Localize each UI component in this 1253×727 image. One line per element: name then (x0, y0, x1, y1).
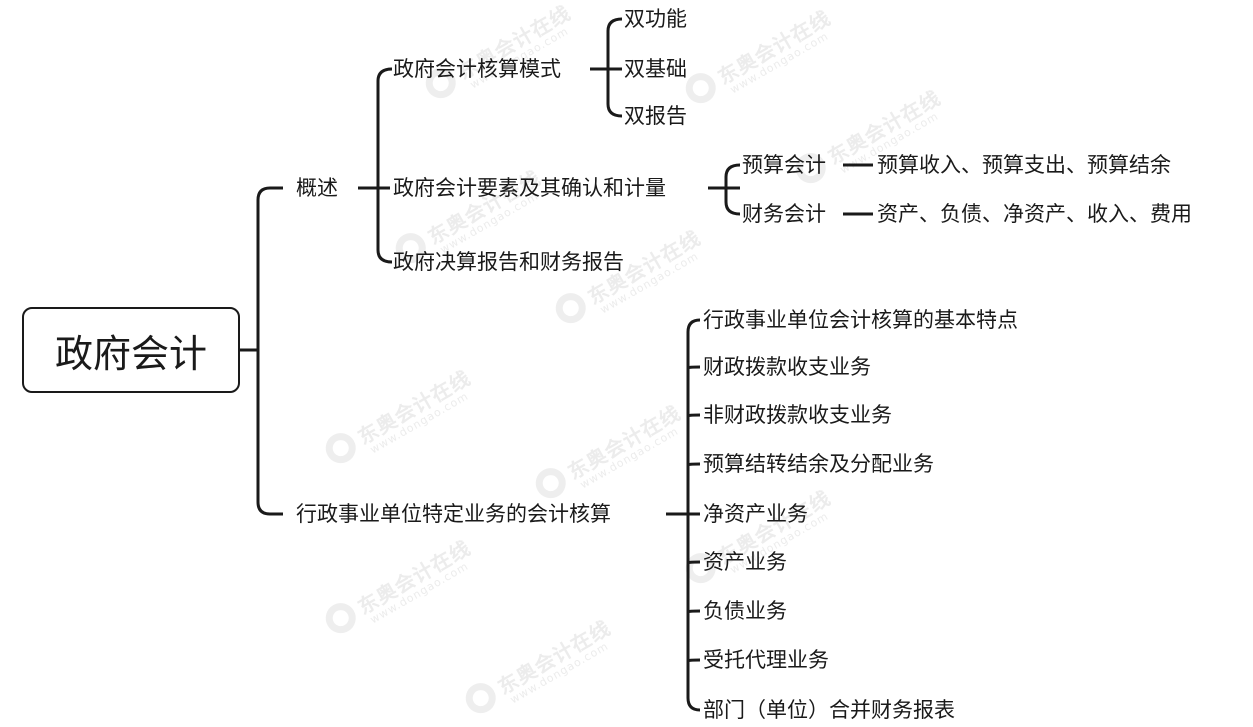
node-overview[interactable]: 概述 (296, 175, 338, 201)
node-liabilities[interactable]: 负债业务 (703, 598, 787, 624)
node-budget-carryover[interactable]: 预算结转结余及分配业务 (703, 451, 934, 477)
node-budget-accounting[interactable]: 预算会计 (742, 152, 826, 178)
node-label: 行政事业单位特定业务的会计核算 (296, 502, 611, 526)
node-label: 双功能 (624, 7, 687, 31)
node-label: 净资产业务 (703, 502, 808, 526)
node-label: 资产业务 (703, 550, 787, 574)
node-accounting-model[interactable]: 政府会计核算模式 (393, 56, 561, 82)
node-label: 资产、负债、净资产、收入、费用 (877, 202, 1192, 226)
node-label: 双报告 (624, 104, 687, 128)
root-node[interactable]: 政府会计 (22, 307, 240, 393)
node-label: 政府会计核算模式 (393, 57, 561, 81)
node-label: 双基础 (624, 57, 687, 81)
node-label: 概述 (296, 176, 338, 200)
node-dual-report[interactable]: 双报告 (624, 103, 687, 129)
node-assets[interactable]: 资产业务 (703, 549, 787, 575)
node-label: 预算结转结余及分配业务 (703, 452, 934, 476)
node-label: 受托代理业务 (703, 648, 829, 672)
node-budget-accounting-detail[interactable]: 预算收入、预算支出、预算结余 (877, 152, 1171, 178)
node-label: 政府会计要素及其确认和计量 (393, 176, 666, 200)
node-entrusted-agency[interactable]: 受托代理业务 (703, 647, 829, 673)
root-label: 政府会计 (54, 331, 207, 376)
node-financial-accounting[interactable]: 财务会计 (742, 201, 826, 227)
node-label: 预算会计 (742, 153, 826, 177)
node-dual-basis[interactable]: 双基础 (624, 56, 687, 82)
node-consolidated-statements[interactable]: 部门（单位）合并财务报表 (703, 697, 955, 723)
node-reports[interactable]: 政府决算报告和财务报告 (393, 249, 624, 275)
node-label: 负债业务 (703, 599, 787, 623)
node-fiscal-appropriation[interactable]: 财政拨款收支业务 (703, 354, 871, 380)
node-label: 行政事业单位会计核算的基本特点 (703, 308, 1018, 332)
node-non-fiscal-appropriation[interactable]: 非财政拨款收支业务 (703, 402, 892, 428)
node-net-assets[interactable]: 净资产业务 (703, 501, 808, 527)
node-specific-business[interactable]: 行政事业单位特定业务的会计核算 (296, 501, 611, 527)
node-financial-accounting-detail[interactable]: 资产、负债、净资产、收入、费用 (877, 201, 1192, 227)
node-label: 预算收入、预算支出、预算结余 (877, 153, 1171, 177)
node-label: 财务会计 (742, 202, 826, 226)
node-elements[interactable]: 政府会计要素及其确认和计量 (393, 175, 666, 201)
node-label: 部门（单位）合并财务报表 (703, 698, 955, 722)
node-basic-features[interactable]: 行政事业单位会计核算的基本特点 (703, 307, 1018, 333)
node-label: 财政拨款收支业务 (703, 355, 871, 379)
node-label: 非财政拨款收支业务 (703, 403, 892, 427)
node-label: 政府决算报告和财务报告 (393, 250, 624, 274)
node-dual-function[interactable]: 双功能 (624, 6, 687, 32)
